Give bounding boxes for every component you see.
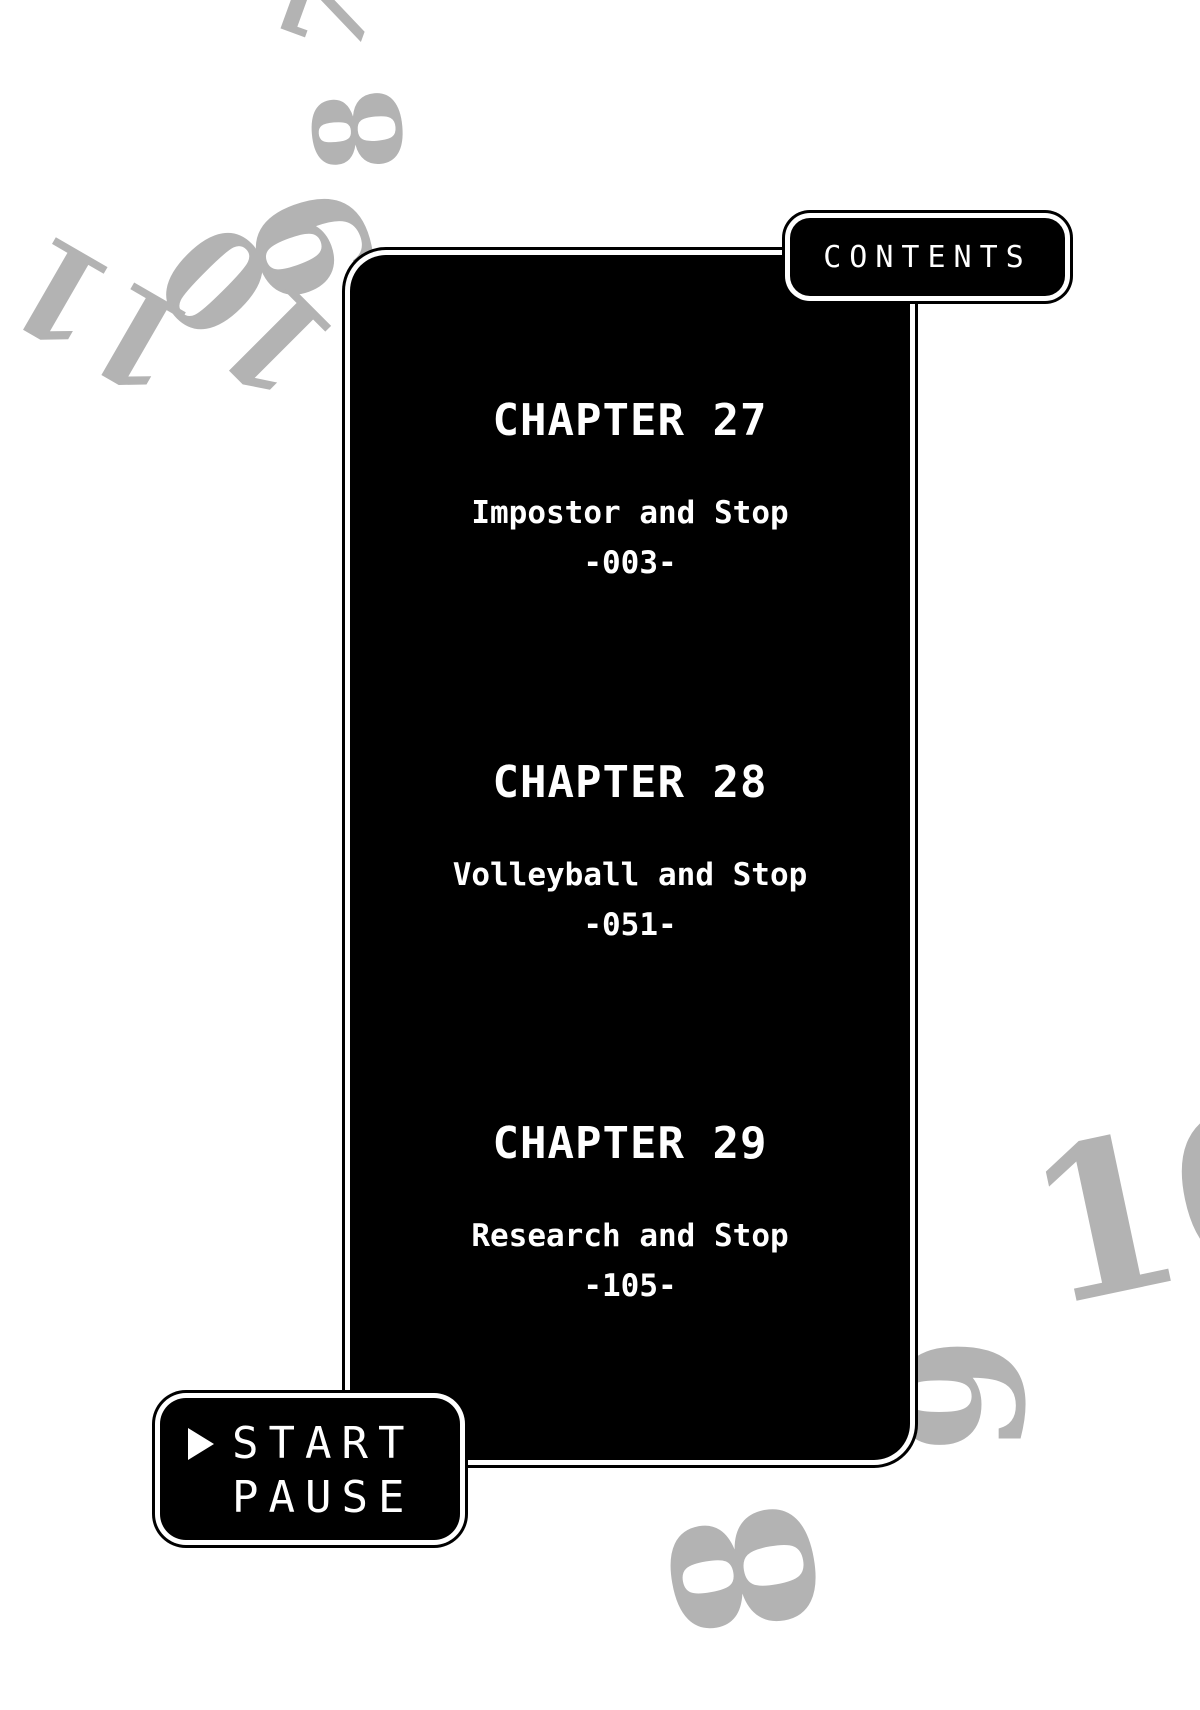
chapter-title: CHAPTER 27 <box>492 395 768 446</box>
start-pause-menu: START PAUSE <box>160 1398 460 1540</box>
contents-heading: CONTENTS <box>823 239 1032 275</box>
play-triangle-icon <box>188 1428 214 1460</box>
chapter-title: CHAPTER 29 <box>492 1118 768 1169</box>
decorative-numeral-11: 11 <box>0 203 217 427</box>
chapter-entry-28[interactable]: CHAPTER 28 Volleyball and Stop -051- <box>350 757 910 950</box>
decorative-numeral-8-lower: 8 <box>624 1485 867 1655</box>
pause-option[interactable]: PAUSE <box>232 1472 415 1523</box>
chapter-name: Volleyball and Stop <box>452 857 808 893</box>
decorative-numeral-7: 7 <box>256 0 404 73</box>
decorative-numeral-10-lower: 10 <box>1007 1053 1200 1356</box>
decorative-numeral-8: 8 <box>285 82 434 178</box>
chapter-title: CHAPTER 28 <box>492 757 768 808</box>
chapter-page-number: -003- <box>583 545 677 581</box>
chapter-entry-27[interactable]: CHAPTER 27 Impostor and Stop -003- <box>350 395 910 588</box>
chapter-page-number: -051- <box>583 907 677 943</box>
chapter-name: Research and Stop <box>471 1218 789 1254</box>
contents-panel: CHAPTER 27 Impostor and Stop -003- CHAPT… <box>350 255 910 1460</box>
start-option[interactable]: START <box>232 1418 415 1469</box>
chapter-name: Impostor and Stop <box>471 495 789 531</box>
chapter-entry-29[interactable]: CHAPTER 29 Research and Stop -105- <box>350 1118 910 1311</box>
contents-tab: CONTENTS <box>790 218 1065 296</box>
chapter-page-number: -105- <box>583 1268 677 1304</box>
